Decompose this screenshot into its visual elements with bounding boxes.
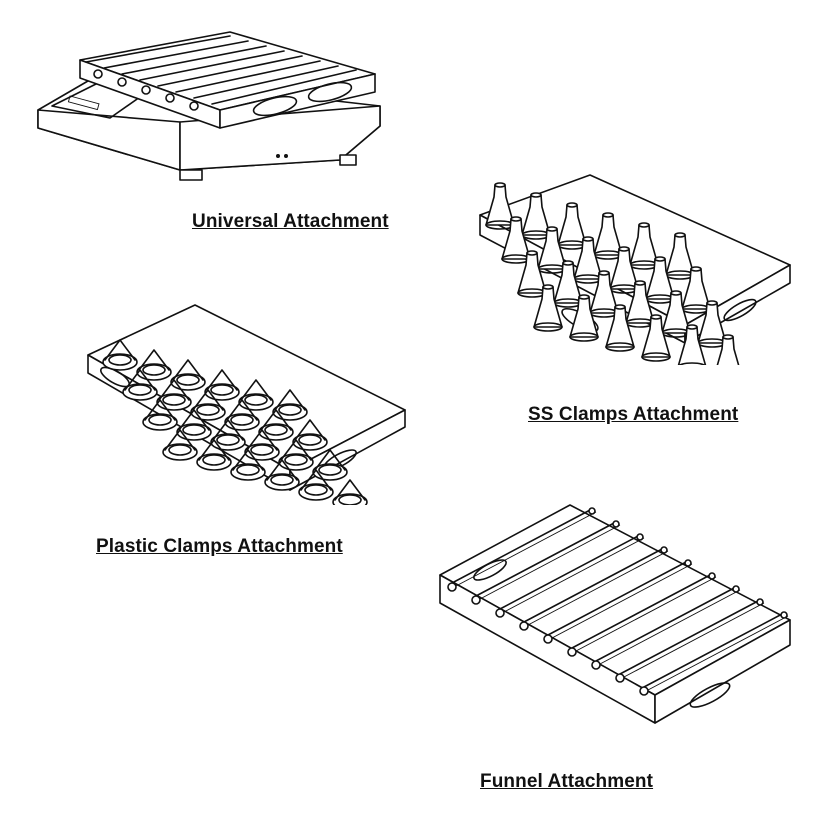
funnel-roller <box>639 611 789 696</box>
funnel-roller <box>519 546 669 631</box>
universal-attachment-illustration <box>30 10 390 190</box>
plastic-cone-clamp <box>332 479 368 505</box>
funnel-roller <box>495 533 645 618</box>
funnel-roller <box>471 520 621 605</box>
ss-clamps-attachment-caption: SS Clamps Attachment <box>528 404 739 425</box>
funnel-attachment-illustration <box>430 495 800 735</box>
plastic-cone-clamp <box>264 459 300 491</box>
plastic-clamps-attachment-caption: Plastic Clamps Attachment <box>96 536 343 557</box>
funnel-roller <box>591 585 741 670</box>
plastic-cone-clamp <box>210 419 246 451</box>
funnel-roller <box>567 572 717 657</box>
plastic-cone-clamp <box>176 409 212 441</box>
funnel-roller <box>543 559 693 644</box>
steel-flask-clamp <box>716 334 740 365</box>
plastic-cone-clamp <box>224 399 260 431</box>
steel-flask-clamp <box>641 314 671 362</box>
plastic-cone-clamp <box>258 409 294 441</box>
plastic-cone-clamp <box>292 419 328 451</box>
plastic-cone-clamp <box>142 399 178 431</box>
steel-flask-clamp <box>533 284 563 332</box>
plastic-cone-clamp <box>196 439 232 471</box>
plastic-cone-clamp <box>102 339 138 371</box>
steel-flask-clamp <box>573 236 603 284</box>
funnel-attachment-caption: Funnel Attachment <box>480 771 654 792</box>
plastic-cone-clamp <box>122 369 158 401</box>
funnel-roller <box>447 507 597 592</box>
universal-attachment-caption: Universal Attachment <box>192 211 389 232</box>
ss-clamps-attachment-illustration <box>470 125 800 365</box>
plastic-cone-clamp <box>162 429 198 461</box>
plastic-cone-clamp <box>312 449 348 481</box>
plastic-cone-clamp <box>244 429 280 461</box>
plastic-cone-clamp <box>230 449 266 481</box>
steel-flask-clamp <box>605 304 635 352</box>
funnel-roller <box>615 598 765 683</box>
steel-flask-clamp <box>569 294 599 342</box>
steel-flask-clamp <box>677 324 707 365</box>
steel-flask-clamp <box>681 266 711 314</box>
plastic-cone-clamp <box>298 469 334 501</box>
plastic-cone-clamp <box>278 439 314 471</box>
plastic-clamps-attachment-illustration <box>80 285 410 505</box>
